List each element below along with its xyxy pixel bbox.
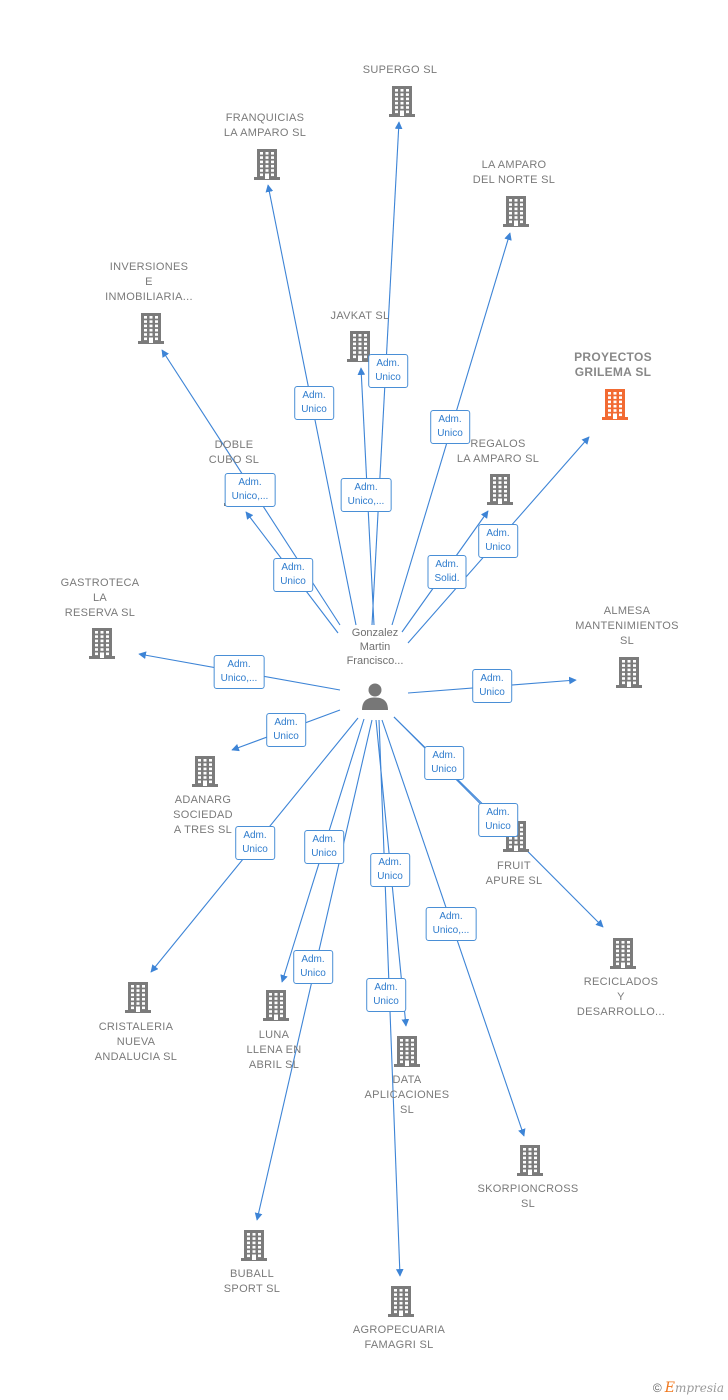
building-icon[interactable]	[87, 626, 117, 665]
company-label-inversiones[interactable]: INVERSIONES E INMOBILIARIA...	[105, 261, 193, 303]
role-badge[interactable]: Adm. Unico	[293, 950, 333, 984]
role-badge[interactable]: Adm. Solid.	[427, 555, 467, 589]
building-icon[interactable]	[345, 329, 375, 368]
company-label-fruit-apure[interactable]: FRUIT APURE SL	[485, 860, 543, 887]
role-badge[interactable]: Adm. Unico	[294, 386, 334, 420]
role-badge[interactable]: Adm. Unico	[478, 803, 518, 837]
company-label-proyectos-grilema[interactable]: PROYECTOS GRILEMA SL	[574, 350, 652, 379]
company-label-gastroteca[interactable]: GASTROTECA LA RESERVA SL	[60, 577, 140, 619]
role-badge[interactable]: Adm. Unico,...	[340, 478, 392, 512]
building-icon[interactable]	[252, 147, 282, 186]
company-label-reciclados[interactable]: RECICLADOS Y DESARROLLO...	[576, 976, 666, 1018]
company-label-agropecuaria[interactable]: AGROPECUARIA FAMAGRI SL	[352, 1324, 446, 1351]
role-badge[interactable]: Adm. Unico,...	[425, 907, 477, 941]
building-icon[interactable]	[501, 194, 531, 233]
role-badge[interactable]: Adm. Unico	[235, 826, 275, 860]
role-badge[interactable]: Adm. Unico	[472, 669, 512, 703]
company-label-almesa[interactable]: ALMESA MANTENIMIENTOS SL	[575, 605, 679, 647]
building-icon[interactable]	[136, 311, 166, 350]
copyright-symbol: ©	[652, 1381, 662, 1395]
role-badge[interactable]: Adm. Unico	[370, 853, 410, 887]
company-label-skorpioncross[interactable]: SKORPIONCROSS SL	[477, 1183, 579, 1210]
company-label-buball[interactable]: BUBALL SPORT SL	[223, 1268, 281, 1295]
role-badge[interactable]: Adm. Unico	[430, 410, 470, 444]
building-icon[interactable]	[261, 988, 291, 1027]
role-badge[interactable]: Adm. Unico	[273, 558, 313, 592]
company-label-doble-cubo[interactable]: DOBLE CUBO SL	[208, 439, 260, 466]
brand-name: mpresia	[674, 1381, 724, 1395]
company-label-regalos[interactable]: REGALOS LA AMPARO SL	[456, 438, 540, 465]
person-icon[interactable]	[360, 681, 390, 716]
building-icon[interactable]	[485, 472, 515, 511]
building-icon[interactable]	[386, 1284, 416, 1323]
person-name: Gonzalez Martin Francisco...	[346, 627, 404, 667]
building-icon[interactable]	[608, 936, 638, 975]
role-badge[interactable]: Adm. Unico	[266, 713, 306, 747]
company-label-luna-llena[interactable]: LUNA LLENA EN ABRIL SL	[246, 1029, 302, 1071]
building-icon[interactable]	[239, 1228, 269, 1267]
company-label-franquicias[interactable]: FRANQUICIAS LA AMPARO SL	[223, 112, 307, 139]
building-icon[interactable]	[387, 84, 417, 123]
company-label-cristaleria[interactable]: CRISTALERIA NUEVA ANDALUCIA SL	[94, 1021, 178, 1063]
building-icon[interactable]	[123, 980, 153, 1019]
building-icon[interactable]	[614, 655, 644, 694]
brand-initial: E	[664, 1380, 675, 1396]
building-icon[interactable]	[392, 1034, 422, 1073]
role-badge[interactable]: Adm. Unico	[478, 524, 518, 558]
role-badge[interactable]: Adm. Unico	[304, 830, 344, 864]
footer-brand: ©Empresia	[653, 1380, 724, 1396]
building-icon[interactable]	[515, 1143, 545, 1182]
role-badge[interactable]: Adm. Unico	[366, 978, 406, 1012]
building-icon[interactable]	[190, 754, 220, 793]
role-badge[interactable]: Adm. Unico	[424, 746, 464, 780]
role-badge[interactable]: Adm. Unico,...	[213, 655, 265, 689]
role-badge[interactable]: Adm. Unico,...	[224, 473, 276, 507]
company-label-supergo[interactable]: SUPERGO SL	[362, 64, 438, 76]
company-label-la-amparo-norte[interactable]: LA AMPARO DEL NORTE SL	[472, 159, 556, 186]
role-badge[interactable]: Adm. Unico	[368, 354, 408, 388]
building-icon[interactable]	[600, 387, 630, 426]
company-label-data-aplicaciones[interactable]: DATA APLICACIONES SL	[364, 1074, 450, 1116]
company-label-javkat[interactable]: JAVKAT SL	[330, 310, 390, 322]
company-label-adanarg[interactable]: ADANARG SOCIEDAD A TRES SL	[173, 794, 233, 836]
